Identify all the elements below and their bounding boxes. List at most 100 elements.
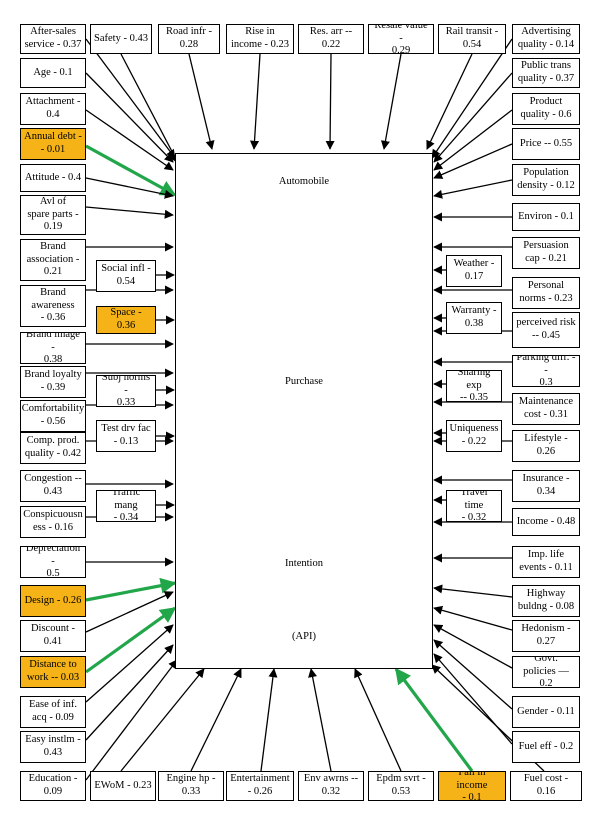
arrow-advertising-quality [431, 38, 513, 159]
arrow-distance-to-work [85, 606, 177, 674]
arrow-discount [85, 591, 174, 633]
arrow-highway-buldng [433, 584, 513, 598]
factor-box-traffic-mang: Traffic mang - 0.34 [96, 490, 156, 522]
arrow-ewom [120, 668, 205, 772]
arrow-age [85, 72, 174, 163]
factor-box-res-arr: Res. arr -- 0.22 [298, 24, 364, 54]
factor-box-brand-image: Brand image - 0.38 [20, 332, 86, 364]
arrow-rise-in-income [249, 53, 261, 150]
factor-box-rail-transit: Rail transit - 0.54 [438, 24, 506, 54]
factor-box-sharing-exp: Sharing exp -- 0.35 [446, 370, 502, 402]
factor-box-congestion: Congestion -- 0.43 [20, 470, 86, 502]
arrow-rail-transit [426, 53, 473, 150]
factor-box-fall-in-income: Fall in income - 0.1 [438, 771, 506, 801]
factor-box-lifestyle: Lifestyle - 0.26 [512, 430, 580, 462]
factor-box-easy-instlm: Easy instlm - 0.43 [20, 731, 86, 763]
arrow-avl-spare-parts [85, 206, 174, 219]
factor-box-attitude: Attitude - 0.4 [20, 164, 86, 192]
central-label-line-3: Intention [285, 558, 323, 569]
factor-box-population-density: Population density - 0.12 [512, 164, 580, 196]
factor-box-brand-association: Brand association - 0.21 [20, 239, 86, 281]
arrow-education [85, 659, 178, 781]
factor-box-env-awrns: Env awrns -- 0.32 [298, 771, 364, 801]
factor-box-ease-of-inf-acq: Ease of inf. acq - 0.09 [20, 696, 86, 728]
factor-box-entertainment: Entertainment - 0.26 [226, 771, 294, 801]
arrow-design [85, 577, 177, 602]
arrow-engine-hp [190, 668, 242, 772]
factor-box-public-trans-quality: Public trans quality - 0.37 [512, 58, 580, 88]
factor-box-education: Education - 0.09 [20, 771, 86, 801]
factor-box-hedonism: Hedonism - 0.27 [512, 620, 580, 652]
factor-box-income: Income - 0.48 [512, 508, 580, 536]
factor-box-brand-loyalty: Brand loyalty - 0.39 [20, 366, 86, 398]
arrow-attitude [85, 177, 174, 199]
factor-box-product-quality: Product quality - 0.6 [512, 93, 580, 125]
factor-box-after-sales-service: After-sales service - 0.37 [20, 24, 86, 54]
factor-box-fuel-eff: Fuel eff - 0.2 [512, 731, 580, 763]
factor-box-gender: Gender - 0.11 [512, 696, 580, 728]
arrow-env-awrns [308, 668, 332, 772]
arrow-after-sales-service [85, 38, 176, 159]
arrow-fall-in-income [394, 667, 474, 772]
factor-box-price: Price -- 0.55 [512, 128, 580, 160]
factor-box-safety: Safety - 0.43 [90, 24, 152, 54]
factor-box-social-infl: Social infl - 0.54 [96, 260, 156, 292]
factor-box-environ: Environ - 0.1 [512, 203, 580, 231]
arrow-fuel-eff [433, 653, 513, 745]
arrow-res-arr [325, 53, 335, 150]
central-label-line-2: Purchase [285, 376, 323, 387]
factor-box-design: Design - 0.26 [20, 585, 86, 617]
factor-box-rise-in-income: Rise in income - 0.23 [226, 24, 294, 54]
factor-box-space: Space - 0.36 [96, 306, 156, 334]
factor-box-discount: Discount - 0.41 [20, 620, 86, 652]
factor-box-ewom: EWoM - 0.23 [90, 771, 156, 801]
arrow-resale-value [380, 53, 402, 150]
central-label-line-4: (API) [292, 631, 316, 642]
factor-box-depreciation: Depreciation - 0.5 [20, 546, 86, 578]
factor-box-avl-spare-parts: Avl of spare parts - 0.19 [20, 195, 86, 235]
factor-box-personal-norms: Personal norms - 0.23 [512, 277, 580, 309]
factor-box-warranty: Warranty - 0.38 [446, 302, 502, 334]
factor-box-travel-time: Travel time - 0.32 [446, 490, 502, 522]
factor-box-brand-awareness: Brand awareness - 0.36 [20, 285, 86, 327]
factor-box-uniqueness: Uniqueness - 0.22 [446, 420, 502, 452]
factor-box-insurance: Insurance - 0.34 [512, 470, 580, 502]
arrow-entertainment [260, 668, 278, 772]
factor-box-subj-norms: Subj norms - 0.33 [96, 375, 156, 407]
factor-box-imp-life-events: Imp. life events - 0.11 [512, 546, 580, 578]
arrow-ease-of-inf-acq [85, 624, 174, 703]
arrow-easy-instlm [85, 644, 174, 741]
factor-box-govt-policies: Govt. policies — 0.2 [512, 656, 580, 688]
factor-box-maintenance-cost: Maintenance cost - 0.31 [512, 393, 580, 425]
factor-box-engine-hp: Engine hp - 0.33 [158, 771, 224, 801]
factor-box-resale-value: Resale value - 0.29 [368, 24, 434, 54]
arrow-road-infr [188, 53, 215, 150]
factor-box-distance-to-work: Distance to work -- 0.03 [20, 656, 86, 688]
factor-box-parking-diff: Parking diff. -- 0.3 [512, 355, 580, 387]
factor-box-comp-prod-quality: Comp. prod. quality - 0.42 [20, 432, 86, 464]
factor-box-epdm-svrt: Epdm svrt - 0.53 [368, 771, 434, 801]
factor-box-comfortability: Comfortability - 0.56 [20, 400, 86, 432]
arrow-safety [120, 53, 179, 164]
arrow-annual-debt [85, 144, 177, 197]
arrow-public-trans-quality [433, 72, 513, 163]
factor-box-age: Age - 0.1 [20, 58, 86, 88]
factor-box-fuel-cost: Fuel cost - 0.16 [510, 771, 582, 801]
arrow-attachment [85, 109, 174, 171]
factor-box-weather: Weather - 0.17 [446, 255, 502, 287]
factor-box-highway-buldng: Highway buldng - 0.08 [512, 585, 580, 617]
factor-box-attachment: Attachment - 0.4 [20, 93, 86, 125]
central-box-api: Automobile Purchase Intention (API) [175, 153, 433, 669]
arrow-gender [433, 639, 513, 710]
factor-box-advertising-quality: Advertising quality - 0.14 [512, 24, 580, 54]
arrow-price [433, 143, 513, 179]
arrow-hedonism [433, 605, 513, 631]
arrow-govt-policies [433, 624, 513, 669]
central-label-line-1: Automobile [278, 176, 330, 187]
arrow-epdm-svrt [354, 668, 402, 772]
arrow-product-quality [433, 109, 513, 171]
factor-box-conspicuousness: Conspicuousn ess - 0.16 [20, 506, 86, 538]
arrow-population-density [433, 179, 513, 199]
